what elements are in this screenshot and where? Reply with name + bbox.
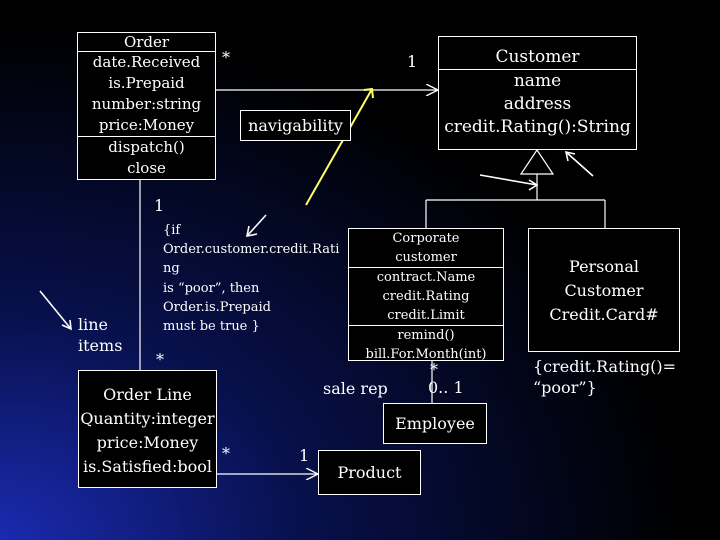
order-class-title: Order: [123, 33, 170, 51]
navigability-label: navigability: [240, 110, 351, 141]
personal-line-2: Customer: [564, 281, 644, 300]
pointer-arrow-personal: [565, 151, 594, 177]
pointer-arrow-head-constraint: [245, 225, 258, 238]
customer-attr-1: name: [513, 71, 562, 91]
multiplicity-corp-range: 0.. 1: [428, 378, 464, 397]
pointer-arrow-generalization: [479, 174, 538, 186]
order-line-class[interactable]: Order Line Quantity:integer price:Money …: [78, 370, 217, 488]
customer-class-title: Customer: [495, 47, 580, 67]
pointer-arrow-head-generalization: [528, 179, 539, 191]
employee-class-title: Employee: [395, 414, 475, 433]
corporate-op-2: bill.For.Month(int): [365, 347, 487, 362]
corporate-class-title: Corporate customer: [349, 229, 503, 267]
order-line-line-3: price:Money: [96, 433, 199, 452]
personal-customer-class[interactable]: Personal Customer Credit.Card#: [528, 228, 680, 352]
order-attr-2: is.Prepaid: [108, 74, 185, 92]
pointer-arrow-navigability: [305, 88, 373, 206]
line-items-label: line items: [78, 315, 123, 355]
corporate-class-attributes: contract.Name credit.Rating credit.Limit: [349, 267, 503, 325]
corporate-attr-3: credit.Limit: [387, 308, 465, 323]
personal-line-1: Personal: [569, 257, 639, 276]
product-class[interactable]: Product: [318, 450, 421, 495]
pointer-arrow-line-items: [39, 290, 72, 330]
corporate-op-1: remind(): [397, 328, 455, 343]
constraint-order-prepaid: {if Order.customer.credit.Rati ng is “po…: [163, 223, 340, 335]
multiplicity-orderline-many: *: [156, 350, 164, 369]
corporate-title-2: customer: [395, 250, 457, 265]
order-attr-4: price:Money: [98, 116, 195, 134]
order-op-2: close: [127, 159, 166, 177]
role-sale-rep: sale rep: [323, 379, 388, 398]
navigability-text: navigability: [248, 116, 343, 135]
customer-attr-2: address: [503, 94, 572, 114]
employee-class[interactable]: Employee: [383, 403, 487, 444]
multiplicity-order-one: 1: [154, 196, 165, 215]
multiplicity-customer-one: 1: [407, 52, 418, 71]
constraint-personal-credit: {credit.Rating()= “poor”}: [533, 357, 677, 397]
pointer-arrow-head-line-items: [61, 319, 72, 331]
multiplicity-order-many: *: [222, 48, 230, 67]
customer-class-attributes: name address credit.Rating():String: [439, 69, 636, 139]
pointer-arrow-head-personal: [564, 150, 576, 162]
corporate-customer-class[interactable]: Corporate customer contract.Name credit.…: [348, 228, 504, 364]
multiplicity-product-one: 1: [299, 446, 310, 465]
multiplicity-corp-many: *: [430, 360, 438, 379]
customer-class[interactable]: Customer name address credit.Rating():St…: [438, 36, 637, 150]
pointer-arrow-constraint: [246, 214, 267, 237]
order-attr-3: number:string: [91, 95, 202, 113]
order-attr-1: date.Received: [92, 53, 201, 71]
product-class-title: Product: [337, 463, 402, 482]
multiplicity-ol-product-many: *: [222, 444, 230, 463]
order-op-1: dispatch(): [108, 138, 185, 156]
order-line-class-lines: Order Line Quantity:integer price:Money …: [79, 371, 216, 479]
corporate-attr-2: credit.Rating: [382, 289, 470, 304]
personal-line-3: Credit.Card#: [549, 305, 659, 324]
corporate-attr-1: contract.Name: [376, 270, 476, 285]
order-class-operations: dispatch() close: [78, 136, 215, 179]
order-line-line-1: Order Line: [103, 385, 192, 404]
pointer-arrows: [305, 87, 374, 206]
personal-class-lines: Personal Customer Credit.Card#: [529, 229, 679, 327]
corporate-class-operations: remind() bill.For.Month(int): [349, 325, 503, 364]
order-class-attributes: date.Received is.Prepaid number:string p…: [78, 51, 215, 136]
customer-attr-3: credit.Rating():String: [444, 117, 631, 137]
order-class[interactable]: Order date.Received is.Prepaid number:st…: [77, 32, 216, 180]
corporate-title-1: Corporate: [392, 231, 460, 246]
generalization-triangle: [519, 148, 555, 175]
order-line-line-4: is.Satisfied:bool: [82, 457, 213, 476]
pointer-arrow-head-navigability: [363, 87, 374, 99]
order-line-line-2: Quantity:integer: [80, 409, 215, 428]
